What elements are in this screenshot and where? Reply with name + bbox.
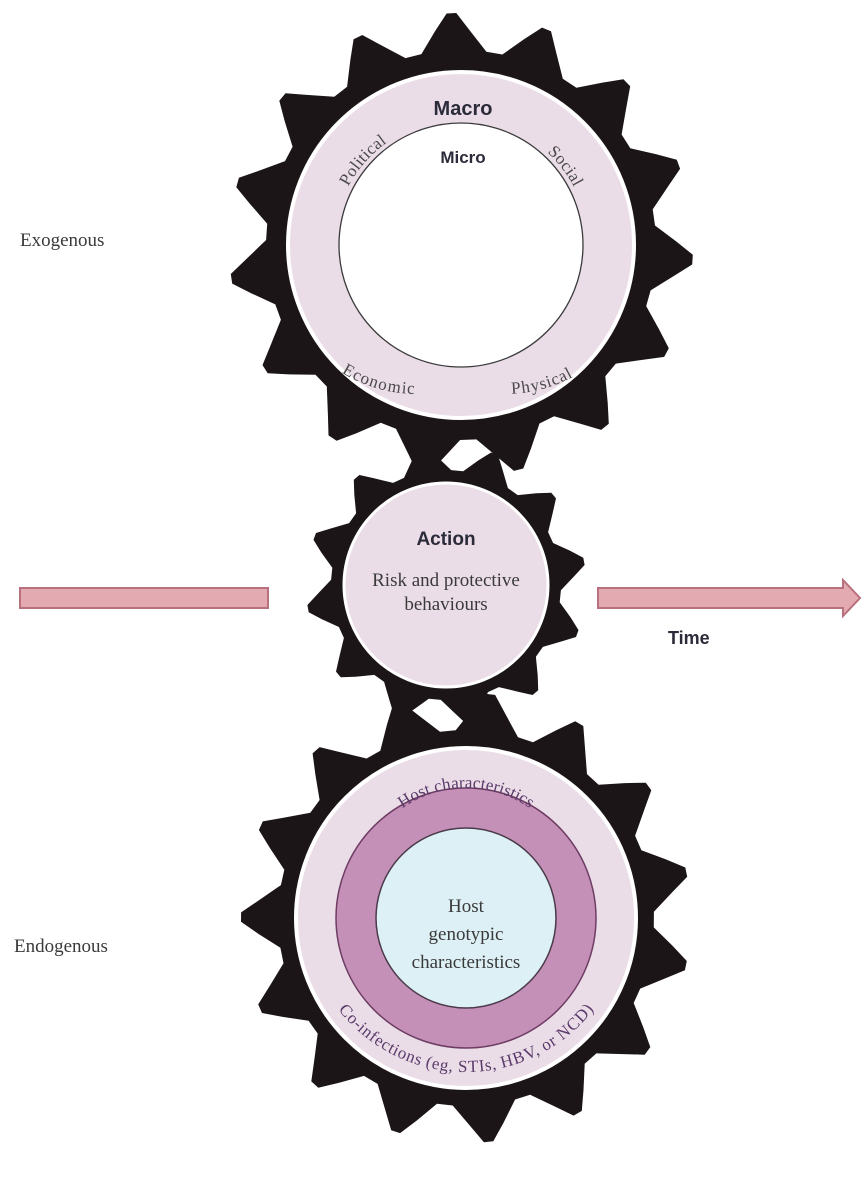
- time-arrow-right: [597, 577, 862, 619]
- action-body-line1: Risk and protective: [372, 570, 520, 591]
- macro-label: Macro: [434, 98, 493, 120]
- exogenous-label: Exogenous: [20, 230, 104, 251]
- action-body-line2: behaviours: [404, 594, 487, 615]
- host-genotypic-disc: [375, 827, 557, 1009]
- host-line3: characteristics: [412, 952, 521, 973]
- action-title: Action: [416, 529, 475, 550]
- time-arrow-left: [19, 587, 269, 609]
- exogenous-gear: Macro Micro Political Social Economic Ph…: [230, 13, 693, 475]
- time-label: Time: [668, 628, 710, 648]
- micro-disc: [338, 122, 584, 368]
- action-disc: [342, 481, 550, 689]
- host-line2: genotypic: [429, 924, 504, 945]
- host-line1: Host: [448, 896, 485, 917]
- endogenous-label: Endogenous: [14, 936, 108, 957]
- micro-label: Micro: [440, 148, 485, 167]
- action-gear: Action Risk and protective behaviours: [307, 446, 585, 724]
- endogenous-gear: Host characteristics Host genotypic char…: [241, 693, 688, 1143]
